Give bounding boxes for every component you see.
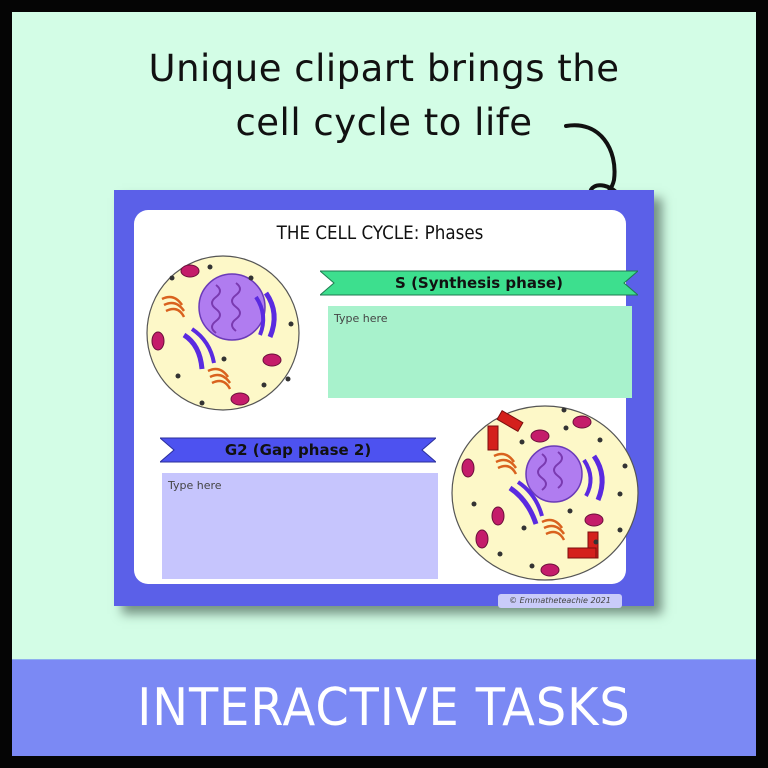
ribbon-gap-phase-2: G2 (Gap phase 2): [160, 437, 436, 463]
cell-illustration-icon: [146, 255, 300, 411]
textbox-placeholder: Type here: [334, 312, 388, 325]
headline-line-1: Unique clipart brings the: [148, 47, 620, 90]
banner-label: INTERACTIVE TASKS: [137, 678, 631, 738]
promo-canvas: Unique clipart brings the cell cycle to …: [12, 12, 756, 756]
gap-phase-2-textbox[interactable]: Type here: [162, 473, 438, 579]
ribbon-synthesis-phase: S (Synthesis phase): [320, 270, 638, 296]
headline-line-2: cell cycle to life: [235, 101, 533, 144]
headline: Unique clipart brings the cell cycle to …: [12, 42, 756, 150]
bottom-banner: INTERACTIVE TASKS: [12, 659, 756, 756]
slide-content: THE CELL CYCLE: Phases: [134, 210, 639, 584]
textbox-placeholder: Type here: [168, 479, 222, 492]
slide-title: THE CELL CYCLE: Phases: [276, 222, 484, 244]
copyright-label: © Emmatheteachie 2021: [498, 594, 622, 608]
ribbon-synthesis-label: S (Synthesis phase): [395, 274, 563, 292]
ribbon-gap-phase-2-label: G2 (Gap phase 2): [224, 441, 372, 459]
synthesis-phase-textbox[interactable]: Type here: [328, 306, 632, 398]
cell-illustration-icon: [451, 405, 639, 581]
slide-preview: THE CELL CYCLE: Phases: [114, 190, 654, 608]
